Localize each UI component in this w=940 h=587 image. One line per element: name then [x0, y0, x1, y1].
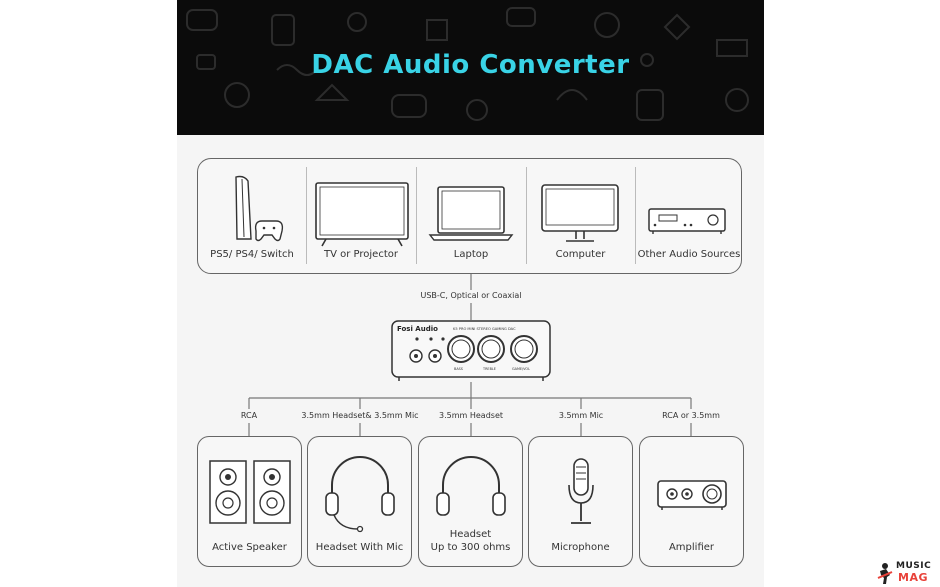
knob-label-volume: GAME/VOL: [512, 367, 530, 371]
title-banner: DAC Audio Converter: [177, 0, 764, 135]
product-infographic: DAC Audio Converter: [177, 0, 764, 587]
knob-label-treble: TREBLE: [482, 367, 496, 371]
connection-label-mic: 3.5mm Mic: [558, 411, 604, 420]
tv-icon: [315, 182, 409, 247]
console-icon: [235, 175, 284, 242]
monitor-icon: [541, 184, 619, 242]
connection-label-amp: RCA or 3.5mm: [662, 411, 720, 420]
source-label: Computer: [555, 249, 606, 260]
watermark-text: MUSIC: [896, 561, 932, 571]
input-connection-label: USB-C, Optical or Coaxial: [420, 291, 522, 300]
input-sources-box: PS5/ PS4/ Switch TV or Projector Laptop: [197, 158, 742, 274]
source-label: TV or Projector: [324, 249, 398, 260]
banner-title: DAC Audio Converter: [311, 50, 630, 80]
output-label-line1: Headset: [449, 529, 492, 540]
source-item-other: Other Audio Sources: [635, 159, 743, 272]
divider: [526, 167, 527, 264]
laptop-icon: [428, 186, 514, 241]
output-label: Active Speaker: [212, 542, 287, 553]
connection-label-rca: RCA: [240, 411, 258, 420]
amplifier-icon: [657, 480, 727, 510]
output-label: Headset With Mic: [315, 542, 404, 553]
output-item-speaker: Active Speaker: [197, 436, 302, 567]
site-watermark: MUSIC MAG: [876, 560, 940, 587]
source-item-tv: TV or Projector: [306, 159, 416, 272]
gaming-pattern-background: [186, 7, 749, 121]
divider: [416, 167, 417, 264]
dac-device: Fosi Audio K5 PRO MINI STEREO GAMING DAC…: [391, 320, 551, 382]
source-label: Other Audio Sources: [637, 249, 741, 260]
source-label: Laptop: [453, 249, 489, 260]
microphone-icon: [568, 458, 594, 524]
divider: [635, 167, 636, 264]
dac-device-illustration: Fosi Audio K5 PRO MINI STEREO GAMING DAC…: [391, 320, 551, 381]
output-item-microphone: Microphone: [528, 436, 633, 567]
divider: [306, 167, 307, 264]
output-item-headset-mic: Headset With Mic: [307, 436, 412, 567]
source-item-laptop: Laptop: [416, 159, 526, 272]
knob-label-bass: BASS: [454, 367, 463, 371]
output-item-amplifier: Amplifier: [639, 436, 744, 567]
connection-lines: [248, 274, 692, 436]
audio-source-icon: [648, 208, 726, 234]
headset-mic-icon: [325, 456, 395, 533]
source-item-computer: Computer: [526, 159, 635, 272]
connection-label-headset: 3.5mm Headset: [439, 411, 503, 420]
speaker-icon: [209, 460, 291, 524]
output-label-line2: Up to 300 ohms: [430, 542, 511, 553]
output-label: Microphone: [551, 542, 610, 553]
output-label: Amplifier: [668, 542, 715, 553]
connection-label-headset-mic: 3.5mm Headset& 3.5mm Mic: [301, 411, 419, 420]
output-item-headphones: Headset Up to 300 ohms: [418, 436, 523, 567]
dac-model: K5 PRO MINI STEREO GAMING DAC: [453, 327, 516, 331]
source-label: PS5/ PS4/ Switch: [210, 249, 294, 260]
watermark-text-red: MAG: [898, 571, 928, 584]
guitarist-logo-icon: [877, 563, 893, 584]
dac-brand: Fosi Audio: [397, 325, 438, 333]
source-item-console: PS5/ PS4/ Switch: [198, 159, 306, 272]
headphones-icon: [436, 456, 506, 516]
